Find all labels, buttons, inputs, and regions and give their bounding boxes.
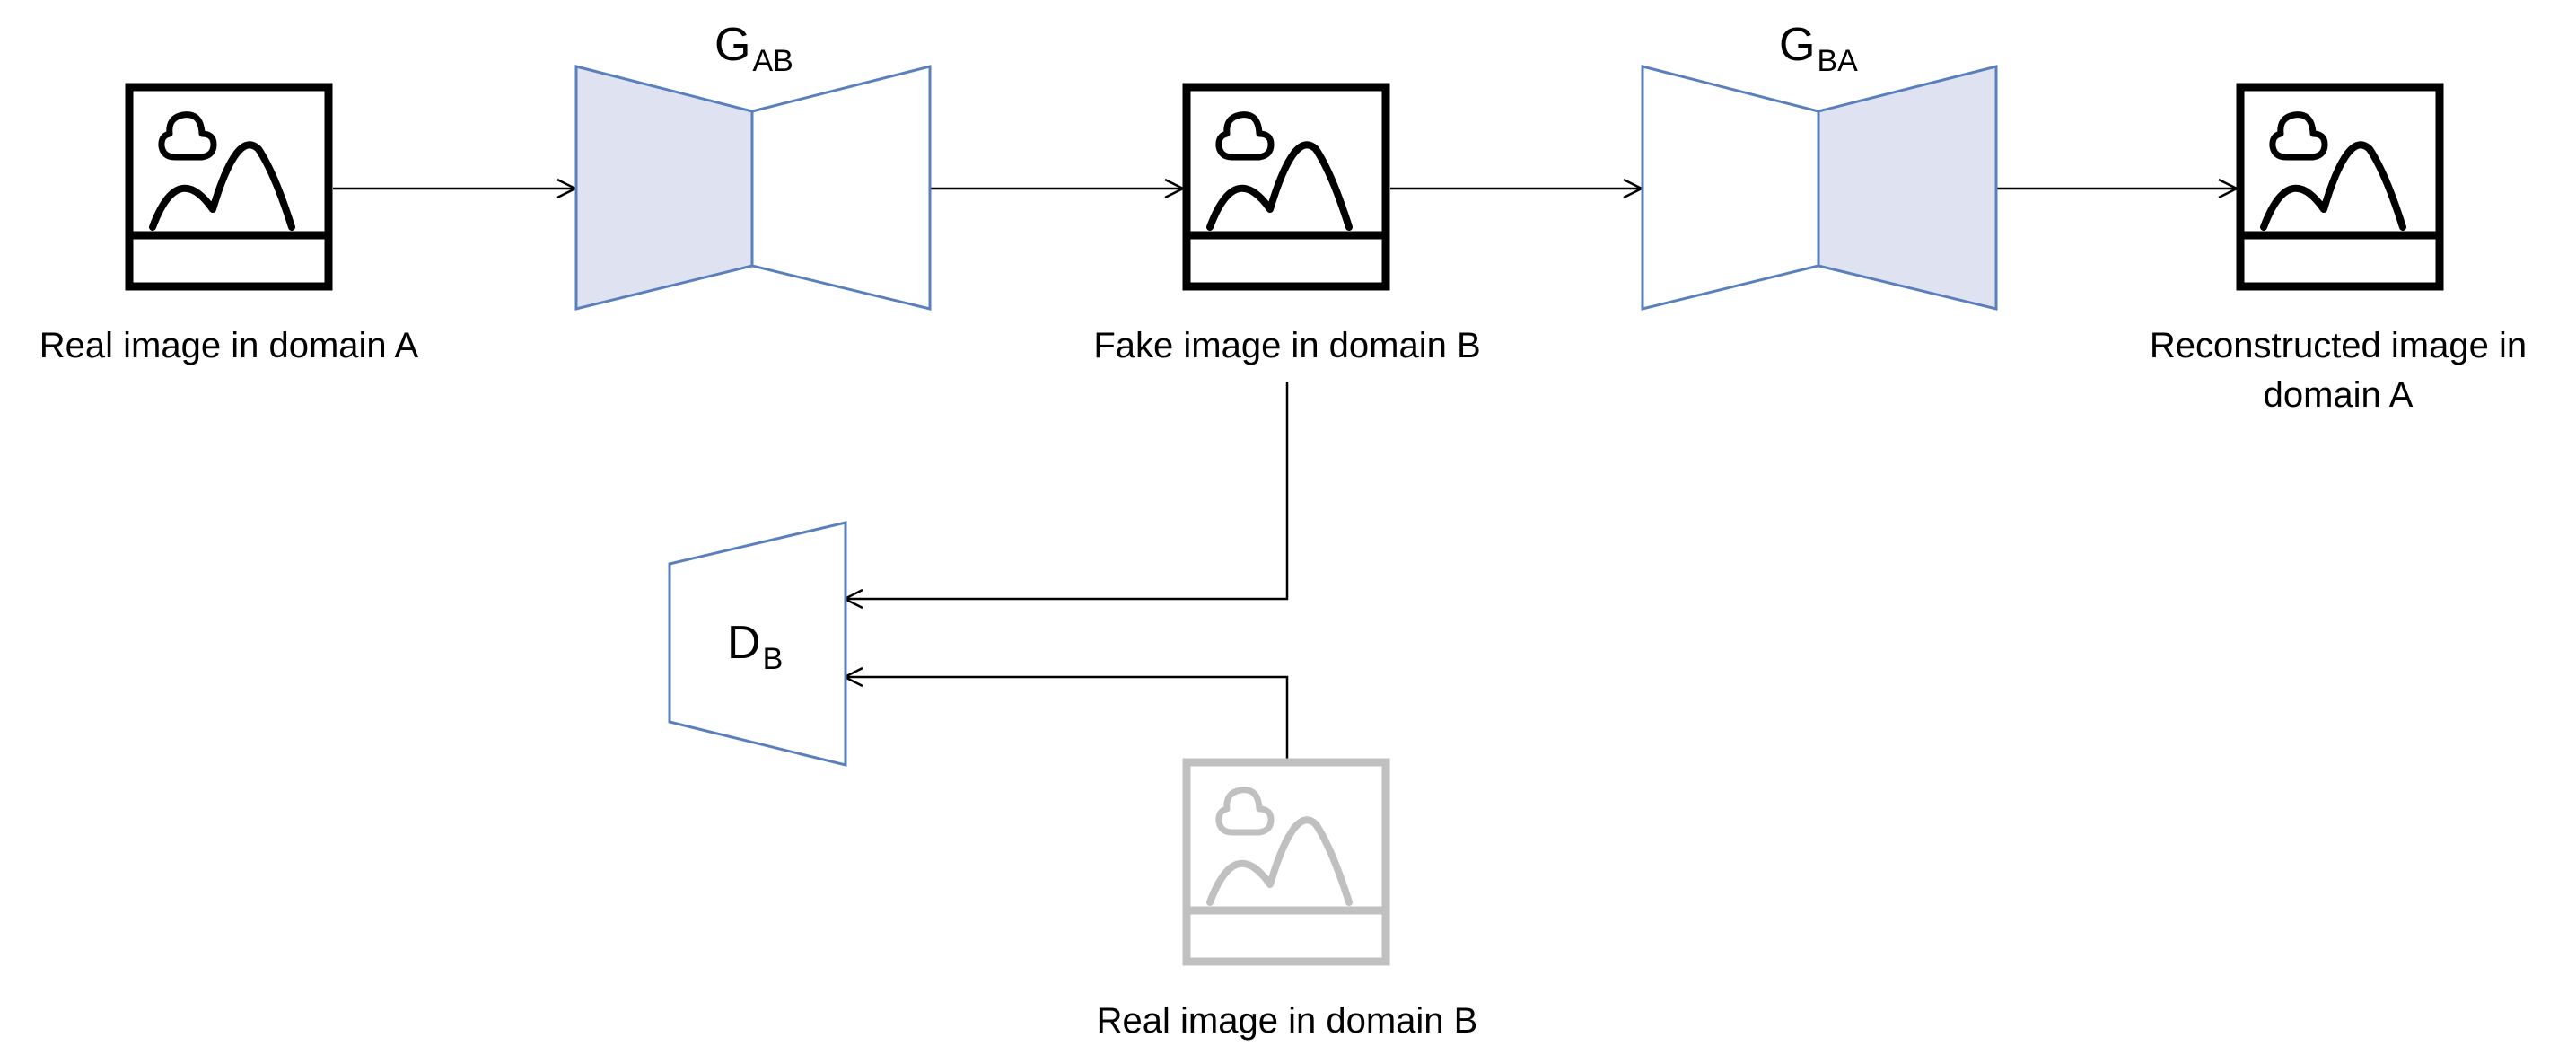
generator-ab-label: GAB — [714, 18, 793, 88]
discriminator-b-letter: D — [727, 617, 761, 669]
discriminator-b-label: DB — [727, 616, 783, 686]
generator-ba-decoder — [1817, 65, 1998, 311]
generator-ab-encoder — [574, 65, 754, 311]
real-image-b-label: Real image in domain B — [1096, 1001, 1478, 1041]
generator-ba-letter: G — [1779, 19, 1816, 71]
discriminator-b — [668, 521, 847, 767]
generator-ab-decoder — [750, 65, 932, 311]
image-icon-real-a — [129, 87, 329, 286]
real-image-a-label: Real image in domain A — [39, 326, 419, 365]
generator-ab-subscript: AB — [752, 44, 793, 78]
fake-image-b-label: Fake image in domain B — [1093, 326, 1481, 365]
image-icon-recon-a — [2240, 87, 2440, 286]
generator-ba-label: GBA — [1779, 18, 1858, 88]
generator-ba-subscript: BA — [1817, 44, 1858, 78]
image-icon-fake-b — [1187, 87, 1386, 286]
generator-ab-letter: G — [714, 19, 751, 71]
discriminator-b-subscript: B — [762, 642, 784, 676]
arrow-fake-b-to-db — [845, 382, 1289, 599]
generator-ab — [574, 65, 932, 311]
generator-ba-encoder — [1641, 65, 1820, 311]
generator-ba — [1641, 65, 1998, 311]
arrow-real-b-to-db — [845, 677, 1289, 759]
reconstructed-image-a-label: Reconstructed image in domain A — [2149, 326, 2528, 415]
image-icon-real-b — [1187, 762, 1386, 962]
